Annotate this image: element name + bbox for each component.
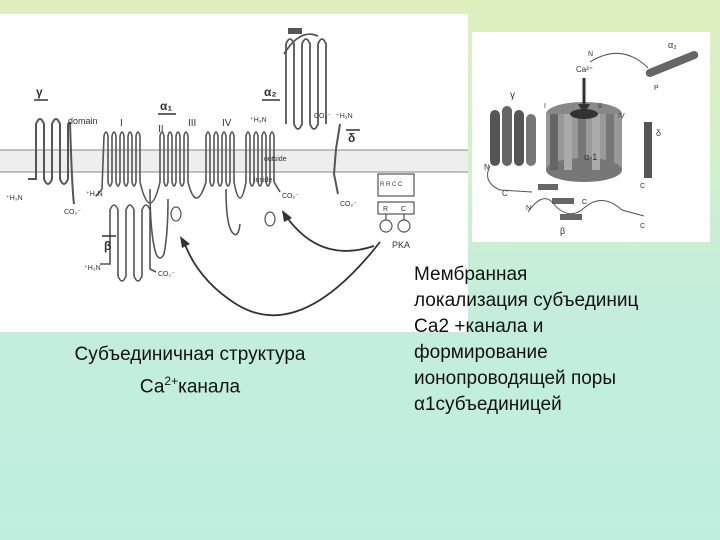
ion-channel-markers (170, 206, 276, 227)
outside-label: outside (264, 156, 287, 163)
beta-n-label: N (526, 205, 531, 212)
beta-co2: CO₂⁻ (158, 271, 175, 278)
pka-r-label: R (383, 206, 388, 213)
right-caption-line2: локализация субъединиц (414, 290, 639, 311)
pore-formation-diagram: γ N C Ca²⁺ I II IV α-1 α₂ N P δ C N C C … (472, 32, 710, 242)
delta-c-label: C (640, 183, 645, 190)
alpha2-h3n: ⁺H₃N (250, 117, 267, 124)
right-caption-line6: α1субъединицей (414, 394, 562, 415)
delta-co2: CO₂⁻ (340, 201, 357, 208)
gamma-n-label: N (484, 163, 490, 172)
left-caption-suffix: канала (178, 376, 241, 398)
pore-domain-ii: II (598, 103, 602, 110)
alpha1-h3n: ⁺H₃N (86, 191, 103, 198)
beta-h3n: ⁺H₃N (84, 265, 101, 272)
delta-helix (644, 122, 652, 178)
delta-label: δ (348, 131, 355, 145)
right-caption: Мембранная локализация субъединиц Са2 +к… (414, 262, 714, 418)
pka-c-label: C (401, 206, 406, 213)
subunit-structure-diagram: γ ⁺H₃N CO₂⁻ α₁ domain I II III IV ⁺H₃N C… (0, 14, 468, 332)
right-caption-line1: Мембранная (414, 264, 528, 285)
domain-label: domain (68, 116, 98, 126)
alpha2-helix (645, 51, 699, 77)
interaction-arrows (183, 215, 381, 317)
delta-subunit (332, 123, 341, 195)
right-caption-line3: Са2 +канала и (414, 316, 544, 337)
inside-label: inside (254, 177, 272, 184)
left-caption-sup: 2+ (164, 374, 179, 388)
beta-c-label-2: C (640, 223, 645, 230)
gamma-c-label: C (502, 189, 508, 198)
alpha2-link (589, 52, 649, 69)
domain-iv-label: IV (222, 118, 232, 129)
left-caption: Субъединичная структура Са2+канала (30, 342, 350, 400)
gamma-label-right: γ (510, 90, 515, 101)
beta-subunit (100, 204, 157, 282)
alpha2-label: α₂ (264, 85, 277, 99)
beta-label: β (104, 239, 111, 253)
delta-label-right: δ (656, 128, 661, 138)
alpha1-subunit (95, 131, 281, 259)
left-caption-line2: Са2+канала (30, 368, 350, 400)
pka-complex (377, 173, 415, 233)
calcium-label: Ca²⁺ (576, 65, 593, 74)
alpha2-label-right: α₂ (668, 40, 677, 50)
beta-label-right: β (560, 226, 565, 236)
arrowhead-alpha1 (180, 236, 190, 248)
alpha2-n-label: N (588, 51, 593, 58)
arrowhead-domain-iv (282, 210, 292, 222)
domain-ii-label: II (158, 124, 164, 135)
alpha1-co2: CO₂⁻ (282, 193, 299, 200)
left-caption-line1: Субъединичная структура (74, 344, 306, 365)
alpha2-top-mark (288, 28, 302, 34)
beta-subunit-right (527, 184, 645, 220)
pore-domain-iv: IV (618, 113, 625, 120)
gamma-label: γ (36, 85, 43, 99)
gamma-helix-bundle (490, 106, 536, 166)
delta-h3n: ⁺H₃N (336, 113, 353, 120)
right-caption-line4: формирование (414, 342, 548, 363)
domain-iii-label: III (188, 118, 196, 129)
pore-domain-i: I (544, 103, 546, 110)
alpha2-subunit (283, 33, 327, 130)
gamma-subunit (28, 118, 75, 205)
alpha1-label: α₁ (160, 99, 172, 113)
gamma-co2: CO₂⁻ (64, 209, 81, 216)
beta-c-label-1: C (582, 199, 587, 206)
domain-i-label: I (120, 118, 123, 129)
alpha2-co2: CO₂⁻ (314, 113, 331, 120)
pka-label: PKA (392, 240, 410, 250)
gamma-h3n: ⁺H₃N (6, 195, 23, 202)
gamma-tail (487, 165, 533, 193)
right-caption-line5: ионопроводящей поры (414, 368, 617, 389)
ion-flow-arrowhead (578, 104, 590, 114)
alpha1-pore-label: α-1 (584, 152, 597, 162)
left-caption-prefix: Са (139, 376, 165, 398)
phospho-label: P (654, 85, 659, 92)
pka-rc-label: R R C C (380, 182, 403, 188)
